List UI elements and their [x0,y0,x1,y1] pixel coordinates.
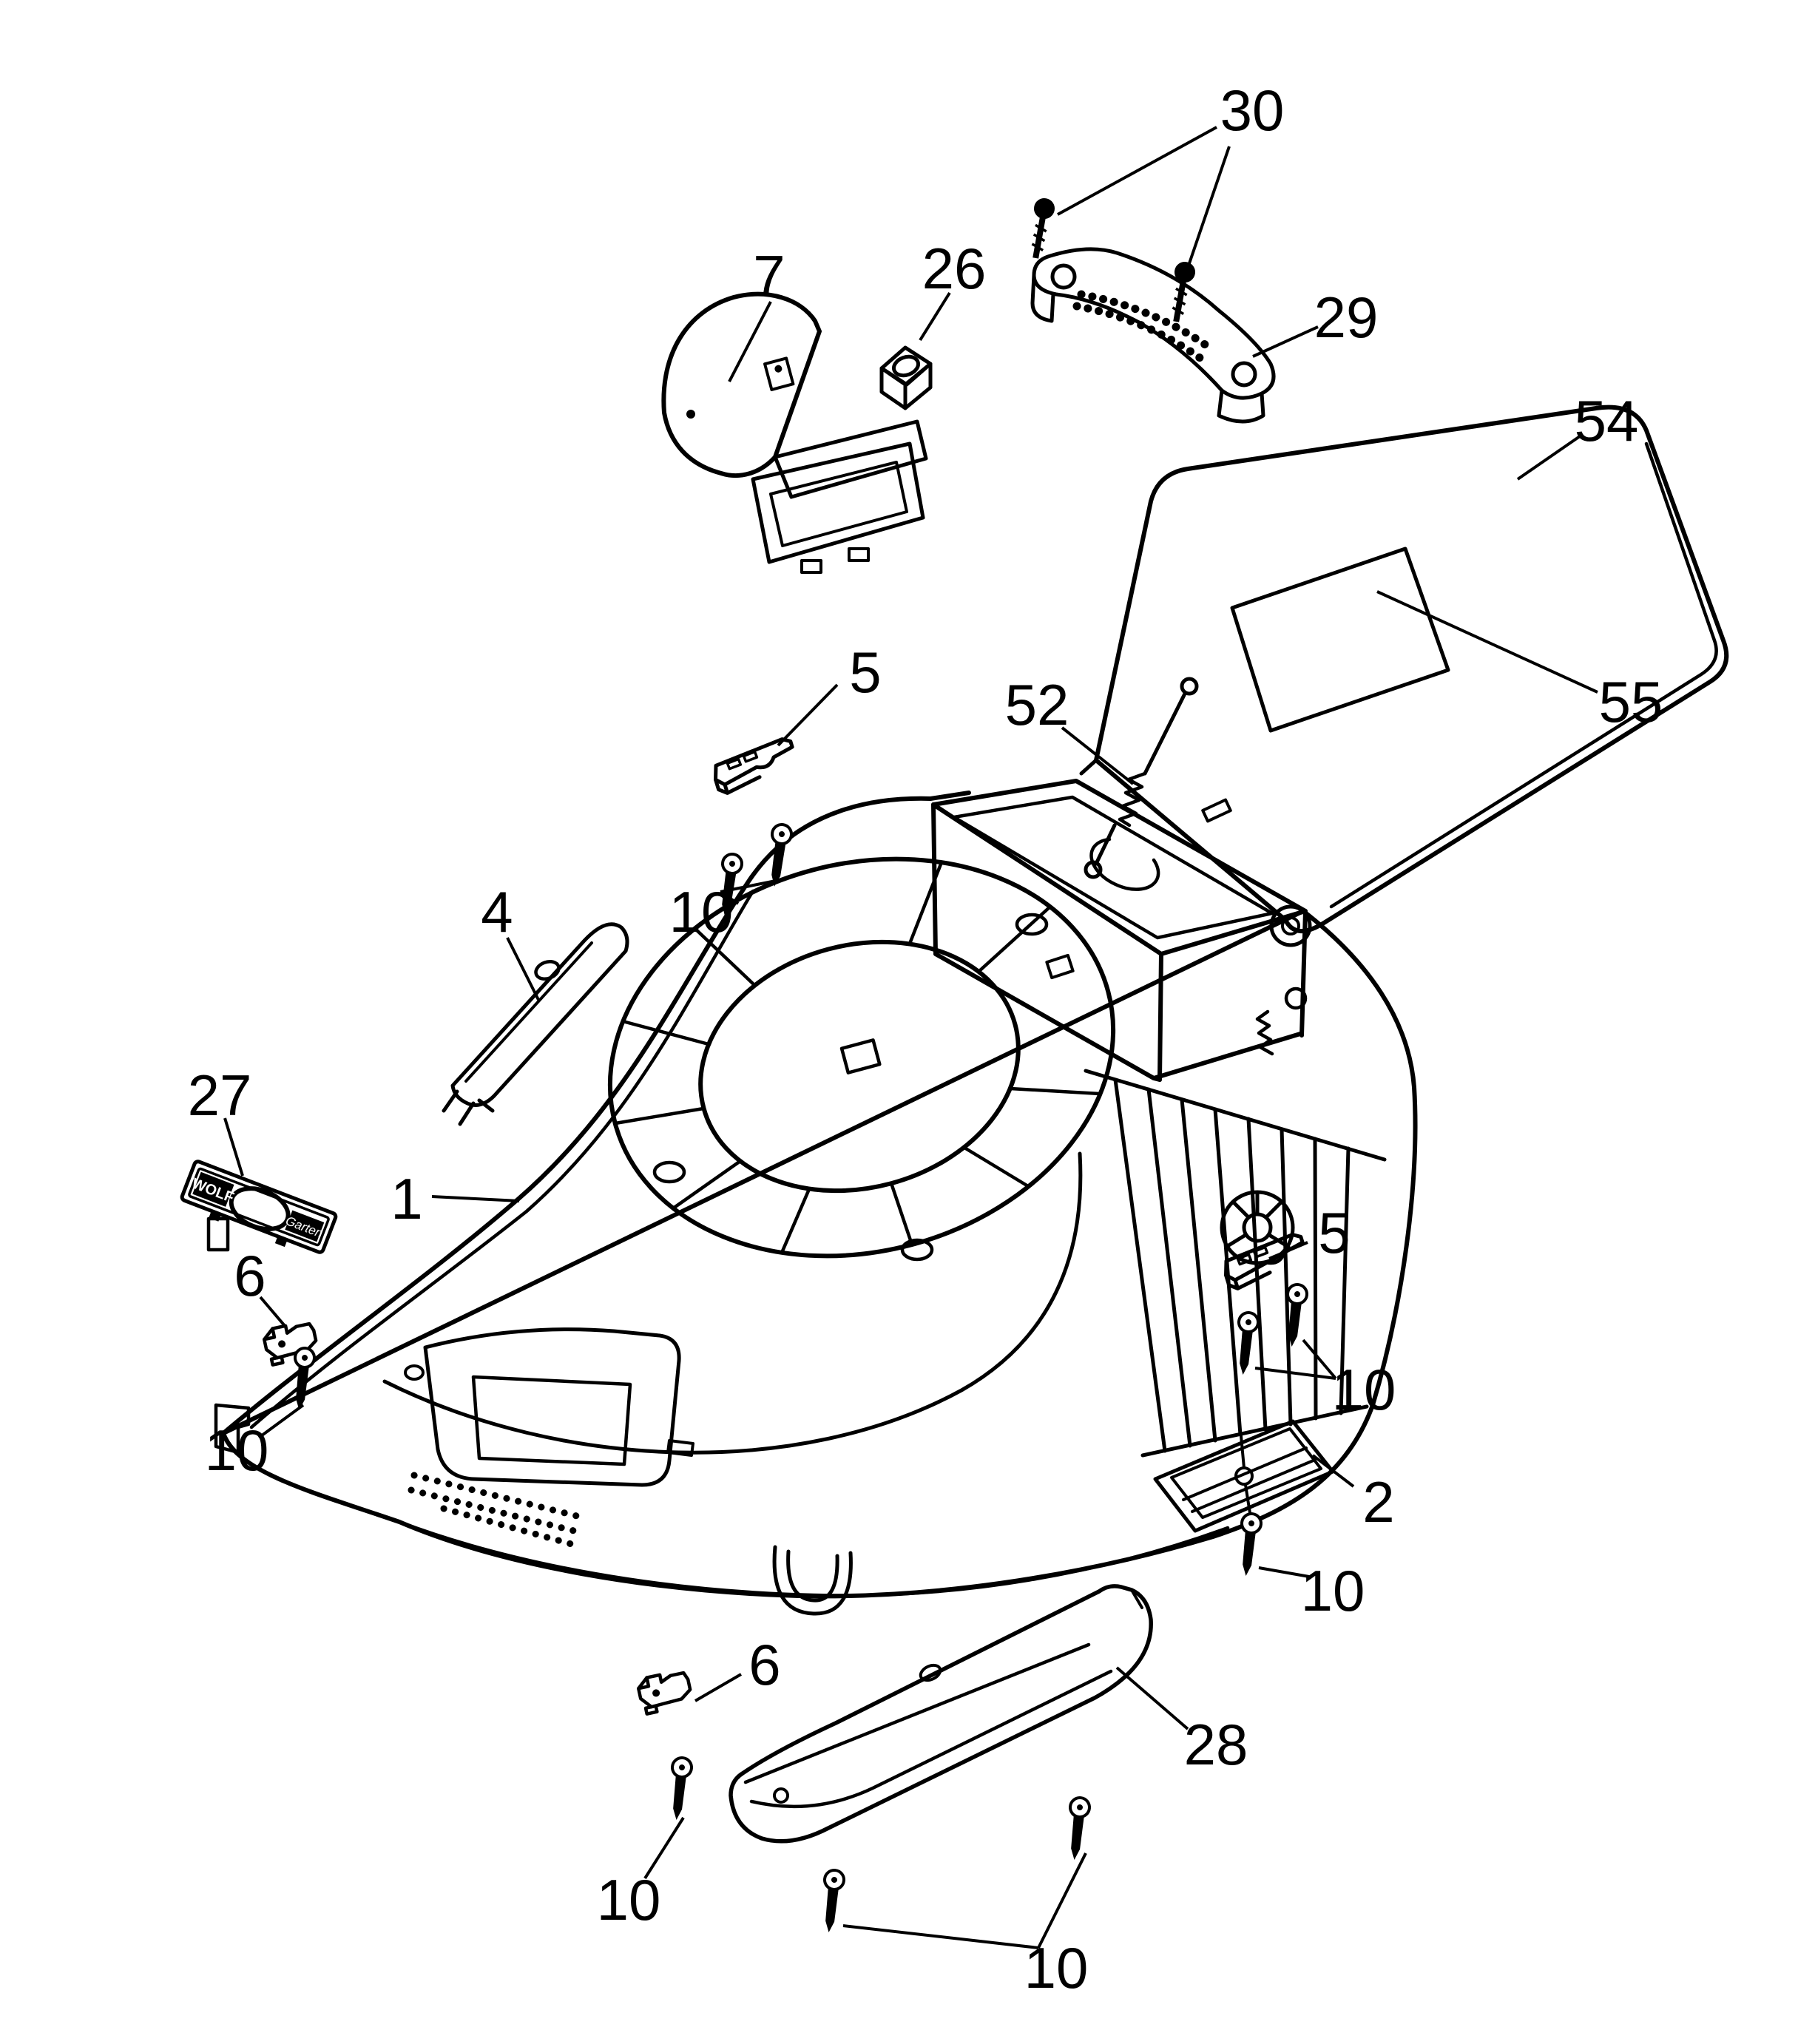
part-2-grate [1153,1419,1335,1533]
callout-label-10: 10 [597,1867,661,1932]
part-5-clip [1224,1233,1305,1290]
leader-line [1037,1852,1087,1949]
leader-line [919,291,951,342]
leader-line [694,1673,743,1702]
screw-10-icon [671,1756,693,1820]
deck-rear-box [931,779,1308,1082]
callout-label-29: 29 [1314,285,1379,350]
callout-label-1: 1 [391,1166,422,1231]
callout-label-4: 4 [481,879,513,944]
callout-label-54: 54 [1575,388,1639,453]
deck-front-pocket [423,1327,681,1487]
leader-line [1061,726,1135,785]
part-4-strip [442,922,629,1126]
leader-line [1258,1566,1310,1578]
callout-label-26: 26 [922,236,987,301]
leader-line [1057,126,1217,216]
callout-label-6: 6 [748,1632,780,1697]
leader-line [223,1117,244,1177]
leader-line [1186,146,1231,268]
screw-10-icon [1240,1512,1263,1576]
callout-label-5: 5 [1318,1200,1350,1265]
vent-dots [440,1505,581,1549]
callout-label-6: 6 [234,1243,266,1308]
screw-10-icon [1286,1283,1308,1347]
leader-line [1254,1367,1336,1380]
callout-label-10: 10 [1024,1935,1089,2000]
part-1-deck-housing [206,779,1418,1616]
part-27-badge: WOLF Garten [180,1160,338,1254]
leader-line [842,1924,1039,1949]
part-28-bumper [729,1584,1153,1844]
screw-10-icon [1069,1796,1091,1860]
callout-label-10: 10 [1301,1558,1365,1623]
callout-label-28: 28 [1184,1712,1248,1777]
leader-line [720,877,788,893]
callout-label-10: 10 [205,1418,269,1483]
leader-line [1311,1454,1355,1488]
leader-line [728,301,772,382]
rear-wheel [1220,1190,1295,1265]
callout-label-55: 55 [1599,669,1663,734]
fasteners-layer [294,198,1308,1932]
leader-line [259,1296,287,1328]
leader-line [1302,1339,1337,1380]
callout-label-30: 30 [1220,78,1285,143]
screw-10-icon [721,853,743,916]
part-6-clip [637,1671,692,1716]
part-29-handle [1030,247,1276,424]
leader-line [257,1404,305,1439]
vent-dots [408,1486,584,1536]
callout-label-10: 10 [669,879,734,944]
screw-10-icon [823,1869,845,1932]
leader-line [719,890,740,905]
leader-line [1516,435,1581,481]
leader-line [777,683,839,747]
leader-line [506,937,540,1001]
callout-label-5: 5 [849,640,881,705]
screw-30-icon [1172,262,1195,322]
callout-label-7: 7 [753,243,785,308]
part-26-block [879,345,933,410]
screw-10-icon [771,823,793,887]
vent-dots [410,1472,587,1521]
leader-line [643,1816,685,1880]
leader-line [1376,590,1598,694]
callouts-layer: 30 7 26 29 54 55 52 5 10 4 1 27 6 10 5 10 2 10 6 10 28 10 [188,78,1663,2000]
leader-line [1115,1666,1189,1730]
leader-line [1252,325,1319,358]
callout-label-27: 27 [188,1063,252,1128]
screw-10-icon [294,1347,316,1410]
deck-slats [1084,1069,1387,1458]
callout-label-52: 52 [1005,672,1069,737]
callout-label-2: 2 [1362,1469,1394,1534]
part-55-label-sticker [1230,546,1450,733]
wheel-bracket [772,1545,853,1616]
part-52-spring [1084,677,1199,879]
screw-30-icon [1031,198,1055,259]
leader-line [1268,1241,1308,1260]
part-7-bracket [661,291,928,574]
leader-line [431,1195,520,1202]
part-5-clip [714,737,794,795]
screw-10-icon [1237,1311,1260,1375]
callout-label-10: 10 [1332,1357,1396,1422]
